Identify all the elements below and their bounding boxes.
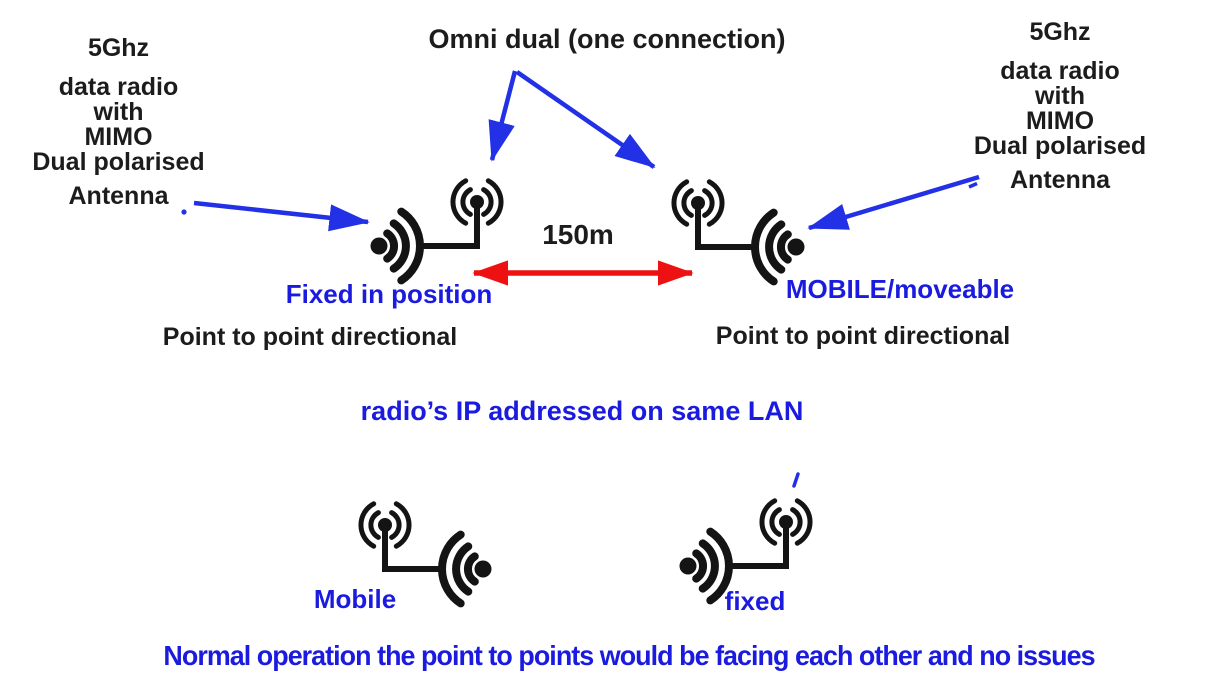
note-line: with xyxy=(93,98,144,126)
note-line: Antenna xyxy=(1010,166,1110,194)
left-type-label: Point to point directional xyxy=(162,323,458,351)
note-line: data radio xyxy=(1000,57,1120,85)
antenna-note-arrow-right xyxy=(807,174,980,231)
right-position-label: MOBILE/moveable xyxy=(785,274,1015,304)
lan-note: radio’s IP addressed on same LAN xyxy=(360,396,804,426)
stray-tick-mark xyxy=(792,472,800,488)
distance-label: 150m xyxy=(542,219,614,250)
note-line: MIMO xyxy=(84,123,153,151)
note-line: MIMO xyxy=(1025,107,1095,135)
note-line: with xyxy=(1035,82,1085,110)
note-line: 5Ghz xyxy=(1029,18,1091,46)
note-line: Dual polarised xyxy=(32,148,205,176)
antenna-note-arrow-left xyxy=(181,200,370,232)
omni-dual-label: Omni dual (one connection) xyxy=(428,24,786,54)
note-line: data radio xyxy=(58,73,179,101)
right-radio-note: 5Ghz data radio with MIMO Dual polarised… xyxy=(954,20,1166,193)
fixed-bottom-label: fixed xyxy=(724,586,786,616)
fixed-antenna-icon xyxy=(371,181,502,281)
note-line: Dual polarised xyxy=(973,132,1147,160)
note-line: Antenna xyxy=(68,182,169,210)
omni-arrow-right xyxy=(515,70,656,169)
note-line: 5Ghz xyxy=(87,34,150,62)
right-type-label: Point to point directional xyxy=(715,322,1011,350)
mobile-antenna-icon xyxy=(674,182,805,282)
mobile-bottom-label: Mobile xyxy=(313,584,397,614)
omni-arrow-left xyxy=(488,70,518,162)
normal-operation-caption: Normal operation the point to points wou… xyxy=(163,640,1095,671)
left-radio-note: 5Ghz data radio with MIMO Dual polarised… xyxy=(12,36,225,209)
left-position-label: Fixed in position xyxy=(285,279,493,309)
